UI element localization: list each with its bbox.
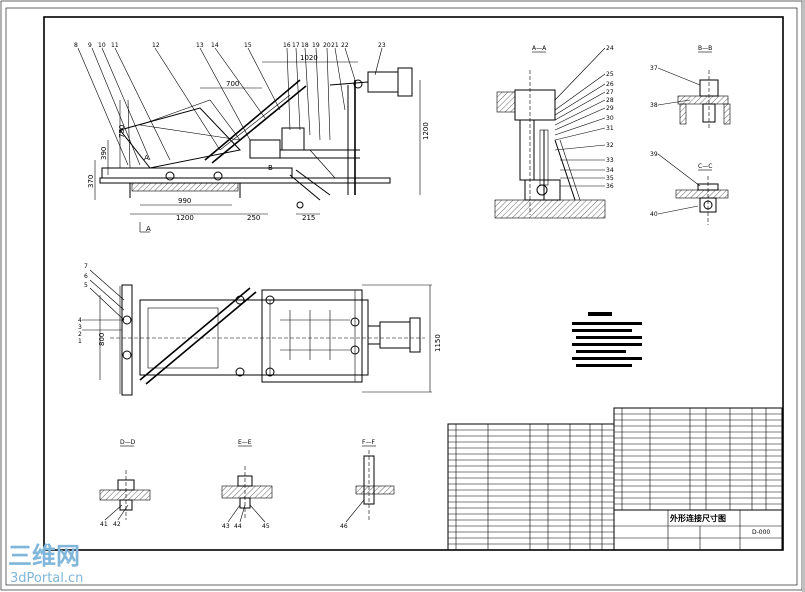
part-number-11: 11 <box>111 42 119 49</box>
view-label-dd: D—D <box>120 439 136 446</box>
part-number-20: 20 <box>323 42 331 49</box>
dim-700: 700 <box>226 80 239 88</box>
plan-view <box>82 269 432 396</box>
detail-bb-view: B—B 37 38 <box>650 45 731 130</box>
part-number-21: 21 <box>331 42 339 49</box>
view-label-cc: C—C <box>698 163 712 170</box>
section-mark-a-top: A <box>144 154 149 162</box>
part-number-35: 35 <box>606 175 614 182</box>
title-block: 外形连接尺寸图 D-000 <box>613 509 783 551</box>
part-number-25: 25 <box>606 71 614 78</box>
part-number-23: 23 <box>378 42 386 49</box>
section-aa-view: A—A <box>494 45 606 219</box>
section-ff-view: F—F 46 <box>340 439 395 530</box>
part-number-5: 5 <box>84 282 88 289</box>
part-number-44: 44 <box>234 523 242 530</box>
main-elevation-view <box>77 47 421 233</box>
part-number-36: 36 <box>606 183 614 190</box>
part-number-6: 6 <box>84 273 88 280</box>
drawing-number: D-000 <box>752 529 770 536</box>
outer-border <box>5 7 798 586</box>
part-number-43: 43 <box>222 523 230 530</box>
view-label-ee: E—E <box>238 439 252 446</box>
drawing-title: 外形连接尺寸图 <box>670 513 726 523</box>
part-number-38: 38 <box>650 102 658 109</box>
dim-215: 215 <box>302 214 315 222</box>
part-number-29: 29 <box>606 105 614 112</box>
view-label-aa: A—A <box>532 45 547 52</box>
watermark-cn: 三维网 <box>8 542 80 570</box>
part-number-30: 30 <box>606 115 614 122</box>
section-mark-b: B <box>268 164 273 172</box>
part-number-22: 22 <box>341 42 349 49</box>
dim-800: 800 <box>98 333 106 346</box>
part-number-17: 17 <box>292 42 300 49</box>
technical-notes <box>572 312 642 367</box>
bom-right-table <box>613 407 783 511</box>
dim-990: 990 <box>178 197 191 205</box>
part-number-24: 24 <box>606 45 614 52</box>
part-number-1: 1 <box>78 338 82 345</box>
section-aa-part-numbers: 24 25 26 27 28 29 30 31 32 33 34 35 36 <box>606 45 614 190</box>
part-number-12: 12 <box>152 42 160 49</box>
part-number-16: 16 <box>283 42 291 49</box>
dim-390: 390 <box>100 147 108 160</box>
main-view-dimensions: 1020 700 1200 750 390 370 990 1200 250 2… <box>87 54 430 233</box>
dim-1200-right: 1200 <box>422 122 430 140</box>
drawing-frame <box>43 16 784 551</box>
dim-250: 250 <box>247 214 260 222</box>
part-number-31: 31 <box>606 125 614 132</box>
part-number-27: 27 <box>606 89 614 96</box>
part-number-7: 7 <box>84 263 88 270</box>
view-label-bb: B—B <box>698 45 712 52</box>
bom-left-table <box>447 423 615 551</box>
part-number-2: 2 <box>78 331 82 338</box>
part-number-42: 42 <box>113 521 121 528</box>
part-number-39: 39 <box>650 151 658 158</box>
dim-1200-bottom: 1200 <box>176 214 194 222</box>
vertical-scrollbar[interactable] <box>802 0 805 592</box>
part-number-28: 28 <box>606 97 614 104</box>
plan-view-labels: 7 6 5 4 3 2 1 800 1150 <box>78 263 442 352</box>
section-mark-a-bottom: A <box>146 225 151 233</box>
part-number-34: 34 <box>606 167 614 174</box>
part-number-32: 32 <box>606 142 614 149</box>
dim-370: 370 <box>87 175 95 188</box>
part-number-9: 9 <box>88 42 92 49</box>
part-number-3: 3 <box>78 324 82 331</box>
part-number-45: 45 <box>262 523 270 530</box>
part-number-13: 13 <box>196 42 204 49</box>
part-number-33: 33 <box>606 157 614 164</box>
bom-row-lines <box>448 413 782 545</box>
dim-750: 750 <box>118 125 126 138</box>
part-number-15: 15 <box>244 42 252 49</box>
part-number-46: 46 <box>340 523 348 530</box>
dim-1150: 1150 <box>434 334 442 352</box>
part-number-10: 10 <box>98 42 106 49</box>
section-ee-view: E—E 43 44 45 <box>221 439 273 530</box>
part-number-18: 18 <box>301 42 309 49</box>
part-number-40: 40 <box>650 211 658 218</box>
dim-1020: 1020 <box>300 54 318 62</box>
part-number-41: 41 <box>100 521 108 528</box>
view-label-ff: F—F <box>362 439 375 446</box>
part-number-19: 19 <box>312 42 320 49</box>
main-view-part-numbers: 8 9 10 11 12 13 14 15 16 17 18 19 20 21 … <box>74 42 386 49</box>
part-number-26: 26 <box>606 81 614 88</box>
part-number-14: 14 <box>211 42 219 49</box>
section-dd-view: D—D 41 42 <box>99 439 151 528</box>
watermark-logo: 三维网 3dPortal.cn <box>8 542 83 586</box>
part-number-37: 37 <box>650 65 658 72</box>
part-number-8: 8 <box>74 42 78 49</box>
watermark-en: 3dPortal.cn <box>10 571 83 586</box>
part-number-4: 4 <box>78 317 82 324</box>
detail-cc-view: C—C 39 40 <box>650 151 729 225</box>
